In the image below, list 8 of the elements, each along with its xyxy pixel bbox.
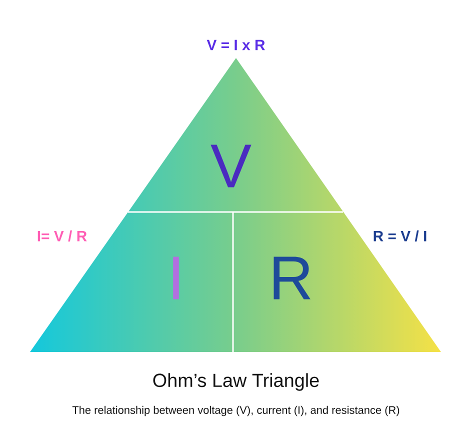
formula-label: R = V / I	[374, 230, 426, 242]
title: Ohm’s Law Triangle	[153, 373, 319, 391]
formula-letter: R	[274, 256, 310, 300]
formula-label: V = I x R	[206, 40, 265, 50]
formula-label: I= V / R	[38, 230, 87, 242]
formula-letter: V	[210, 144, 252, 188]
caption: The relationship between voltage (V), current (I), and resistance (R)	[72, 406, 400, 416]
formula-letter: I	[173, 256, 179, 300]
